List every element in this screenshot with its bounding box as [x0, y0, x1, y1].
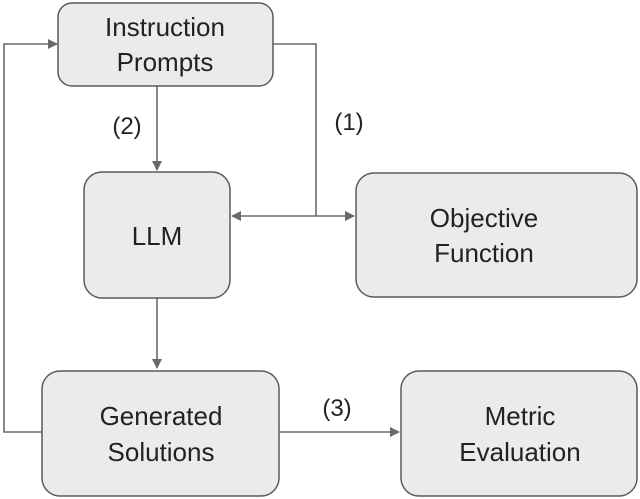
edge-prompts-route-1: [273, 43, 317, 216]
node-llm-line1: LLM: [132, 221, 183, 251]
node-objective-function: Objective Function: [355, 172, 638, 298]
node-instruction-prompts-line1: Instruction: [105, 12, 225, 42]
node-generated-solutions-line2: Solutions: [108, 437, 215, 467]
edge-feedback-loop: [3, 39, 58, 433]
node-metric-evaluation: Metric Evaluation: [400, 370, 638, 497]
node-objective-function-line1: Objective: [430, 203, 538, 233]
edge-label-step-3: (3): [322, 395, 351, 422]
node-generated-solutions: Generated Solutions: [41, 370, 280, 497]
node-instruction-prompts-line2: Prompts: [117, 47, 214, 77]
edge-label-step-1: (1): [334, 109, 363, 136]
node-metric-evaluation-line2: Evaluation: [459, 437, 580, 467]
node-metric-evaluation-line1: Metric: [485, 401, 556, 431]
node-generated-solutions-line1: Generated: [100, 401, 223, 431]
node-instruction-prompts: Instruction Prompts: [57, 2, 274, 87]
node-llm: LLM: [83, 171, 231, 299]
edge-label-step-2: (2): [112, 113, 141, 140]
node-objective-function-line2: Function: [434, 238, 534, 268]
